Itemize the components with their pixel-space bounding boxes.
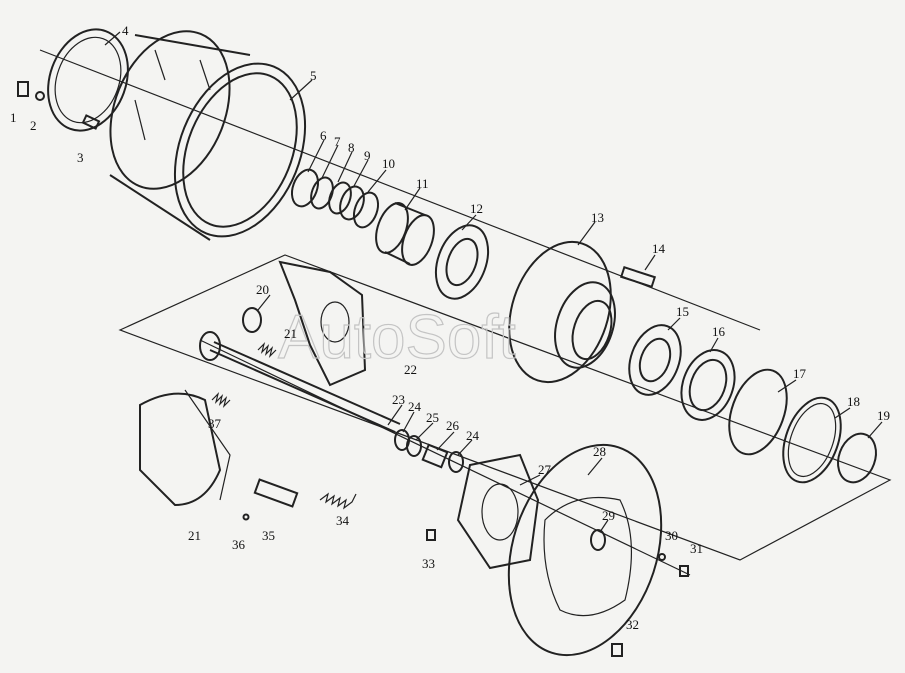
callout-20: 20: [256, 282, 269, 297]
part-11-sleeve: [375, 202, 435, 266]
callout-35: 35: [262, 528, 275, 543]
callout-labels: 1 2 3 4 5 6 7 8 9 10 11 12 13 14 15 16 1…: [10, 23, 890, 632]
callout-1: 1: [10, 110, 17, 125]
callout-23: 23: [392, 392, 405, 407]
callout-13: 13: [591, 210, 604, 225]
callout-16: 16: [712, 324, 726, 339]
part-28-dust-shield: [507, 443, 663, 657]
part-5-brake-drum: [109, 30, 307, 241]
part-34-return-spring: [319, 492, 357, 510]
part-27-flange-plate: [456, 453, 540, 570]
part-25-ring: [406, 435, 422, 457]
part-16-oil-seal: [680, 349, 736, 421]
callout-11: 11: [416, 176, 429, 191]
callout-30: 30: [665, 528, 678, 543]
callout-14: 14: [652, 241, 666, 256]
callout-26: 26: [446, 418, 460, 433]
watermark-text: AutoSoft: [278, 303, 516, 372]
part-21-spring-upper: [257, 342, 277, 358]
part-7-ring: [310, 176, 334, 210]
callout-36: 36: [232, 537, 246, 552]
callout-25: 25: [426, 410, 439, 425]
callout-4: 4: [122, 23, 129, 38]
part-26-bushing: [421, 443, 449, 469]
part-2-washer: [35, 91, 45, 101]
callout-22: 22: [404, 362, 417, 377]
brake-spider-bracket: [278, 260, 367, 387]
part-15-bearing: [628, 324, 682, 396]
callout-27: 27: [538, 462, 552, 477]
part-31-bolt: [679, 565, 689, 577]
callout-21-shoe: 21: [188, 528, 201, 543]
part-3-stud: [81, 114, 101, 130]
part-24-ring-right: [448, 451, 464, 473]
callout-10: 10: [382, 156, 395, 171]
assembly-plane-outline: [118, 254, 892, 561]
callout-17: 17: [793, 366, 807, 381]
part-18-ring: [782, 396, 842, 484]
callout-6: 6: [320, 128, 327, 143]
part-30-washer: [658, 553, 666, 561]
callout-9: 9: [364, 148, 371, 163]
callout-2: 2: [30, 118, 37, 133]
callout-24-left: 24: [408, 399, 422, 414]
part-8-ring: [328, 181, 352, 215]
part-35-anchor-pin: [253, 478, 299, 508]
callout-32: 32: [626, 617, 639, 632]
part-32-bolt: [611, 643, 623, 657]
part-17-ring: [728, 368, 788, 456]
callout-7: 7: [334, 134, 341, 149]
callout-33: 33: [422, 556, 435, 571]
part-21-brake-shoe: [139, 389, 231, 507]
part-19-o-ring: [837, 432, 877, 484]
part-33-bolt: [426, 529, 436, 541]
part-12-bearing: [434, 224, 490, 300]
part-23-camshaft: [199, 331, 401, 433]
callout-28: 28: [593, 444, 606, 459]
callout-18: 18: [847, 394, 860, 409]
callout-15: 15: [676, 304, 689, 319]
leader-lines: [104, 31, 883, 533]
part-29-plug: [590, 529, 606, 551]
callout-3: 3: [77, 150, 84, 165]
part-4-seal-ring: [47, 28, 129, 132]
upper-assembly-axis: [39, 49, 761, 331]
callout-29: 29: [602, 508, 615, 523]
callout-8: 8: [348, 140, 355, 155]
part-6-ring: [290, 168, 320, 208]
callout-24-right: 24: [466, 428, 480, 443]
part-1-bolt: [17, 81, 29, 97]
part-14-wheel-bolt: [619, 266, 657, 288]
callout-34: 34: [336, 513, 350, 528]
callout-21-spring: 21: [284, 326, 297, 341]
callout-5: 5: [310, 68, 317, 83]
part-20-bushing: [242, 307, 262, 333]
part-36-cotter-pin: [242, 513, 250, 521]
part-10-ring: [352, 191, 380, 229]
callout-19: 19: [877, 408, 890, 423]
callout-37: 37: [208, 416, 222, 431]
part-37-spring: [211, 392, 231, 408]
part-13-hub: [508, 240, 616, 384]
part-9-ring: [339, 185, 365, 221]
callout-31: 31: [690, 541, 703, 556]
callout-12: 12: [470, 201, 483, 216]
